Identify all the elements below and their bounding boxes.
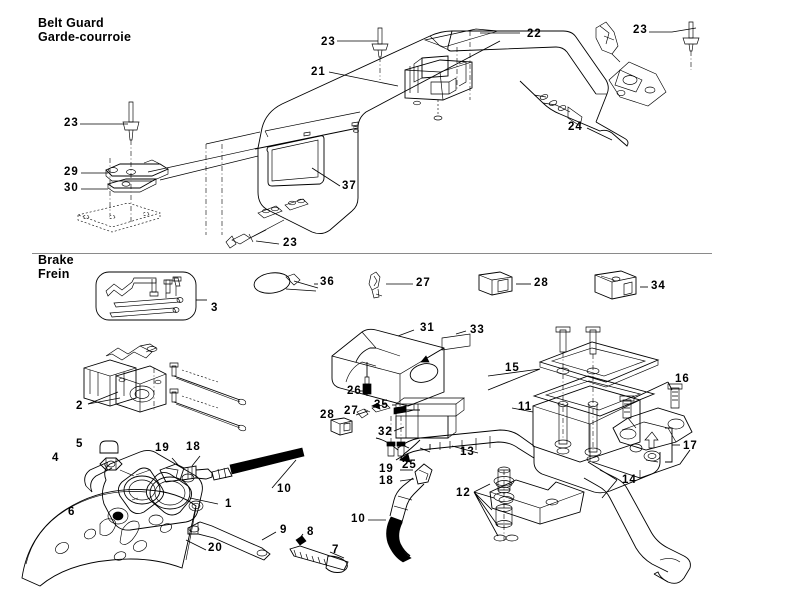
brake-master-cylinder-11 xyxy=(533,327,658,462)
callout-7: 7 xyxy=(332,544,340,556)
brake-connector-28 xyxy=(479,272,531,295)
callout-31: 31 xyxy=(420,322,435,334)
belt-guard-leader-lines xyxy=(80,28,696,244)
brake-disc-20 xyxy=(22,489,206,586)
callout-19: 19 xyxy=(379,463,394,475)
brake-caliper-assembly xyxy=(85,441,203,530)
callout-34: 34 xyxy=(651,280,666,292)
section-title-belt-guard: Belt Guard Garde-courroie xyxy=(38,16,132,44)
brake-connector-34 xyxy=(595,271,648,299)
brake-leader-lines xyxy=(398,330,672,536)
callout-1: 1 xyxy=(225,498,233,510)
callout-23: 23 xyxy=(283,237,298,249)
callout-6: 6 xyxy=(68,506,76,518)
belt-guard-upper-bracket xyxy=(405,56,472,120)
callout-29: 29 xyxy=(64,166,79,178)
callout-5: 5 xyxy=(76,438,84,450)
callout-22: 22 xyxy=(527,28,542,40)
callout-36: 36 xyxy=(320,276,335,288)
callout-28: 28 xyxy=(320,409,335,421)
callout-8: 8 xyxy=(307,526,315,538)
belt-guard-left-bracket xyxy=(78,102,260,235)
callout-23: 23 xyxy=(321,36,336,48)
brake-fitting-center xyxy=(368,438,432,562)
callout-20: 20 xyxy=(208,542,223,554)
brake-clip-27 xyxy=(369,272,413,298)
callout-35: 35 xyxy=(374,399,389,411)
section-divider xyxy=(32,253,712,254)
brake-pivot-kit-17 xyxy=(630,428,680,462)
callout-25: 25 xyxy=(402,459,417,471)
callout-18: 18 xyxy=(379,475,394,487)
brake-switch-assembly-2 xyxy=(84,344,247,432)
callout-2: 2 xyxy=(76,400,84,412)
brake-toolkit-box xyxy=(96,272,207,320)
callout-15: 15 xyxy=(505,362,520,374)
callout-19: 19 xyxy=(155,442,170,454)
callout-4: 4 xyxy=(52,452,60,464)
callout-26: 26 xyxy=(347,385,362,397)
callout-27: 27 xyxy=(344,405,359,417)
callout-28: 28 xyxy=(534,277,549,289)
callout-3: 3 xyxy=(211,302,219,314)
callout-37: 37 xyxy=(342,180,357,192)
callout-23: 23 xyxy=(633,24,648,36)
brake-hose-left xyxy=(160,448,304,504)
callout-17: 17 xyxy=(683,440,698,452)
callout-24: 24 xyxy=(568,121,583,133)
belt-guard-artwork xyxy=(78,22,699,248)
callout-14: 14 xyxy=(622,474,637,486)
belt-guard-bracket-right xyxy=(596,22,666,106)
brake-lever-assembly xyxy=(490,446,690,583)
callout-30: 30 xyxy=(64,182,79,194)
brake-cable-tie xyxy=(253,271,318,296)
callout-13: 13 xyxy=(460,446,475,458)
callout-10: 10 xyxy=(277,483,292,495)
callout-16: 16 xyxy=(675,373,690,385)
brake-clamp-16 xyxy=(592,384,692,478)
callout-23: 23 xyxy=(64,117,79,129)
callout-11: 11 xyxy=(518,401,533,413)
callout-9: 9 xyxy=(280,524,288,536)
callout-32: 32 xyxy=(378,426,393,438)
callout-10: 10 xyxy=(351,513,366,525)
section-title-brake: Brake Frein xyxy=(38,253,74,281)
callout-27: 27 xyxy=(416,277,431,289)
callout-18: 18 xyxy=(186,441,201,453)
callout-33: 33 xyxy=(470,324,485,336)
brake-artwork xyxy=(22,271,692,586)
callout-21: 21 xyxy=(311,66,326,78)
callout-12: 12 xyxy=(456,487,471,499)
